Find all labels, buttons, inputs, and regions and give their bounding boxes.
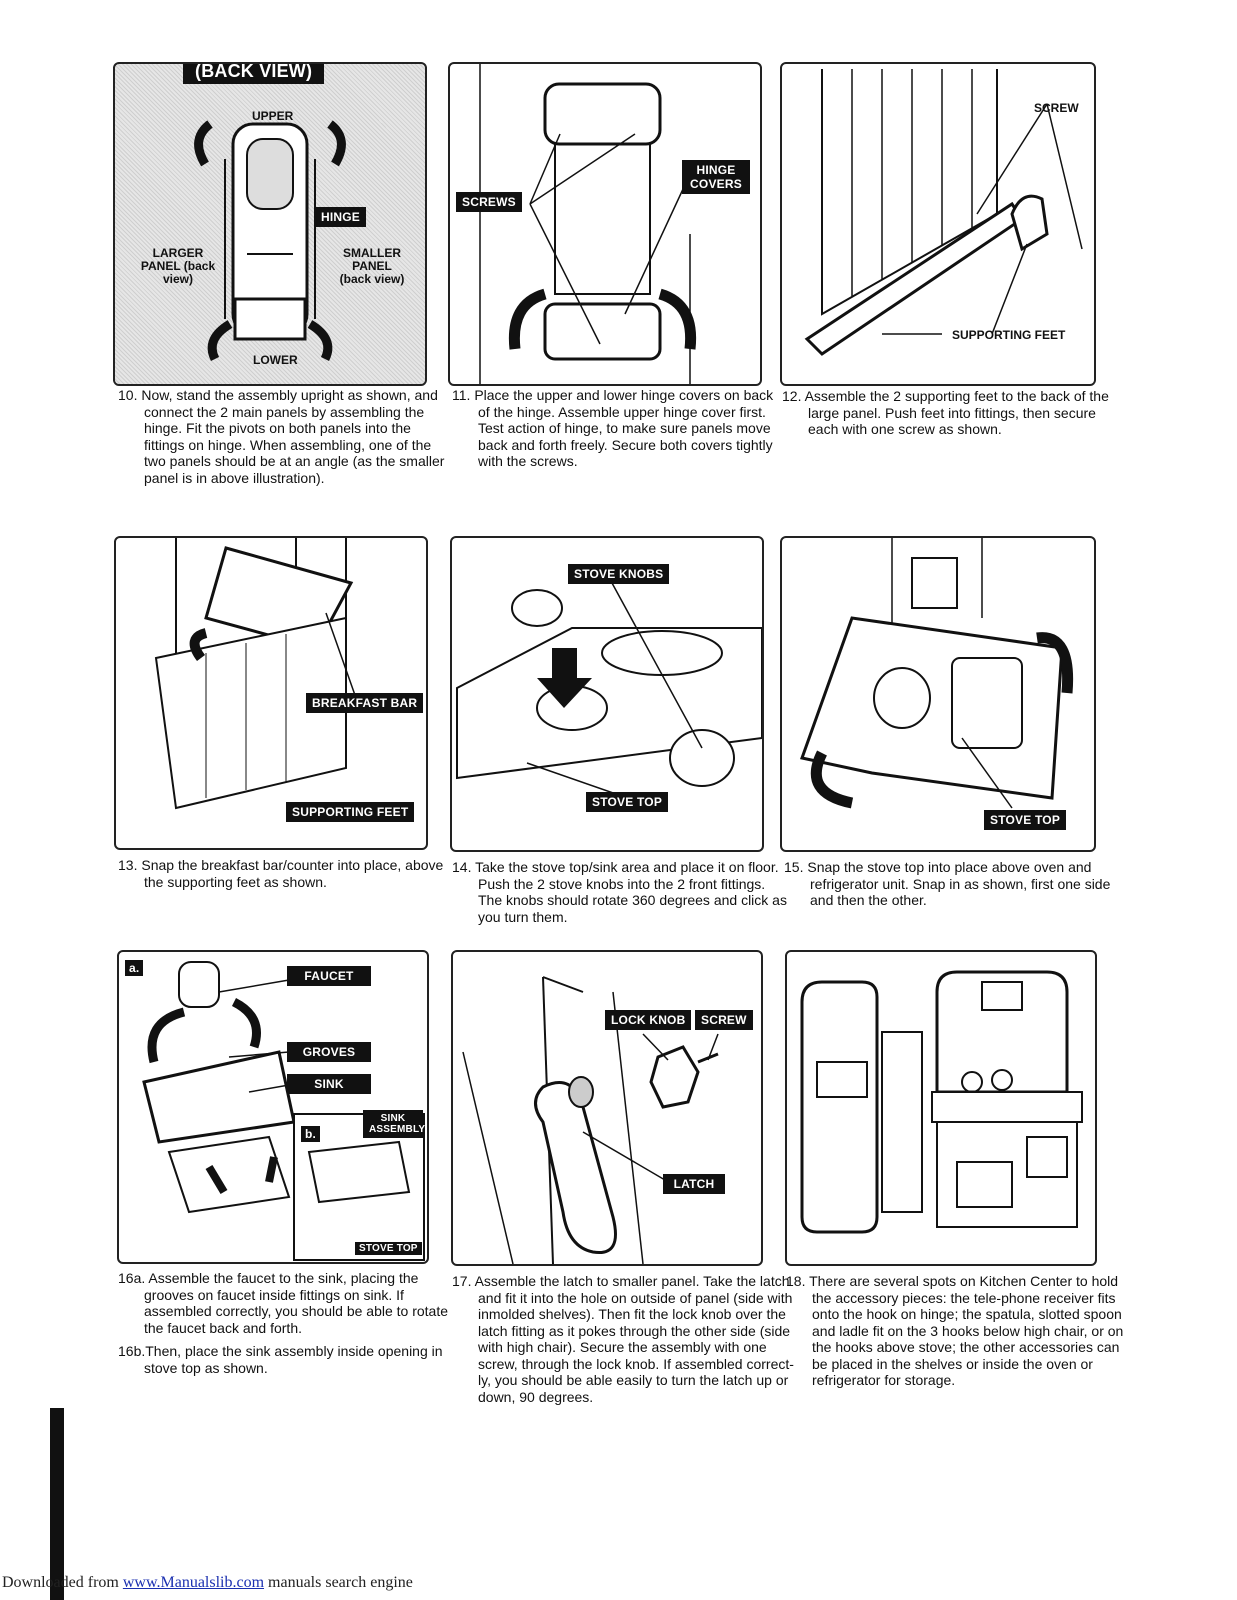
latch-lock-knob-drawing [462, 976, 719, 1264]
step-15-caption: 15. Snap the stove top into place above … [784, 859, 1111, 908]
sink-assembly-label: SINK ASSEMBLY [363, 1110, 425, 1138]
step-15-illustration: STOVE TOP [780, 536, 1096, 852]
latch-label: LATCH [663, 1174, 725, 1194]
footer-suffix: manuals search engine [264, 1574, 413, 1591]
manualslib-link[interactable]: www.Manualslib.com [122, 1574, 265, 1591]
step-14-caption: 14. Take the stove top/sink area and pla… [452, 859, 787, 925]
download-footer: Downloaded from www.Manualslib.com manua… [2, 1574, 413, 1592]
step-16b-marker: b. [301, 1126, 321, 1142]
stove-top-placement-drawing [800, 538, 1074, 809]
step-16b-caption: 16b.Then, place the sink assembly inside… [118, 1343, 443, 1376]
step-18-illustration [785, 950, 1097, 1266]
supporting-feet-label-13: SUPPORTING FEET [286, 802, 415, 822]
stove-top-label-15: STOVE TOP [984, 810, 1067, 830]
stove-top-label-16: STOVE TOP [355, 1242, 422, 1255]
supporting-feet-drawing [804, 69, 1083, 356]
kitchen-center-drawing [800, 970, 1083, 1234]
screws-label: SCREWS [456, 192, 522, 212]
upper-label: UPPER [252, 109, 294, 123]
step-13-illustration: BREAKFAST BAR SUPPORTING FEET [114, 536, 428, 850]
hinge-covers-drawing [479, 64, 697, 384]
step-10-illustration: (BACK VIEW) UPPER HINGE LARGER PANEL (ba… [113, 62, 427, 386]
step-16a-caption: 16a. Assemble the faucet to the sink, pl… [118, 1270, 449, 1336]
step-18-caption: 18. There are several spots on Kitchen C… [786, 1273, 1124, 1388]
hinge-back-view-drawing [194, 120, 346, 362]
smaller-panel-label: SMALLER PANEL (back view) [339, 246, 405, 286]
screw-label-17: SCREW [695, 1010, 753, 1030]
supporting-feet-label: SUPPORTING FEET [952, 328, 1066, 342]
step-16-illustration: a. FAUCET GROVES SINK SINK ASSEMBLY b. S… [117, 950, 429, 1264]
lower-label: LOWER [253, 353, 298, 367]
footer-prefix: Downloaded from [2, 1574, 123, 1591]
breakfast-bar-label: BREAKFAST BAR [306, 693, 424, 713]
stove-top-label-14: STOVE TOP [586, 792, 669, 812]
step-12-caption: 12. Assemble the 2 supporting feet to th… [782, 388, 1109, 437]
step-11-caption: 11. Place the upper and lower hinge cove… [452, 387, 774, 469]
screw-label: SCREW [1034, 101, 1079, 115]
back-view-label: (BACK VIEW) [183, 64, 325, 84]
breakfast-bar-drawing [154, 538, 357, 810]
larger-panel-label: LARGER PANEL (back view) [140, 246, 216, 286]
step-14-illustration: STOVE KNOBS STOVE TOP [450, 536, 764, 852]
faucet-label: FAUCET [287, 966, 371, 986]
sink-label: SINK [287, 1074, 371, 1094]
step-17-caption: 17. Assemble the latch to smaller panel.… [452, 1273, 794, 1405]
hinge-label: HINGE [315, 207, 367, 227]
step-10-caption: 10. Now, stand the assembly upright as s… [118, 387, 445, 486]
hinge-covers-label: HINGE COVERS [682, 160, 750, 194]
faucet-sink-drawing [142, 961, 425, 1261]
stove-knobs-drawing [456, 582, 762, 804]
lock-knob-label: LOCK KNOB [605, 1010, 692, 1030]
step-12-illustration: SCREW SUPPORTING FEET [780, 62, 1096, 386]
binding-edge-mark [50, 1408, 64, 1600]
step-11-illustration: SCREWS HINGE COVERS [448, 62, 762, 386]
step-17-illustration: LOCK KNOB SCREW LATCH [451, 950, 763, 1266]
step-13-caption: 13. Snap the breakfast bar/counter into … [118, 857, 444, 890]
step-16a-marker: a. [125, 960, 144, 976]
stove-knobs-label: STOVE KNOBS [568, 564, 670, 584]
groves-label: GROVES [287, 1042, 371, 1062]
